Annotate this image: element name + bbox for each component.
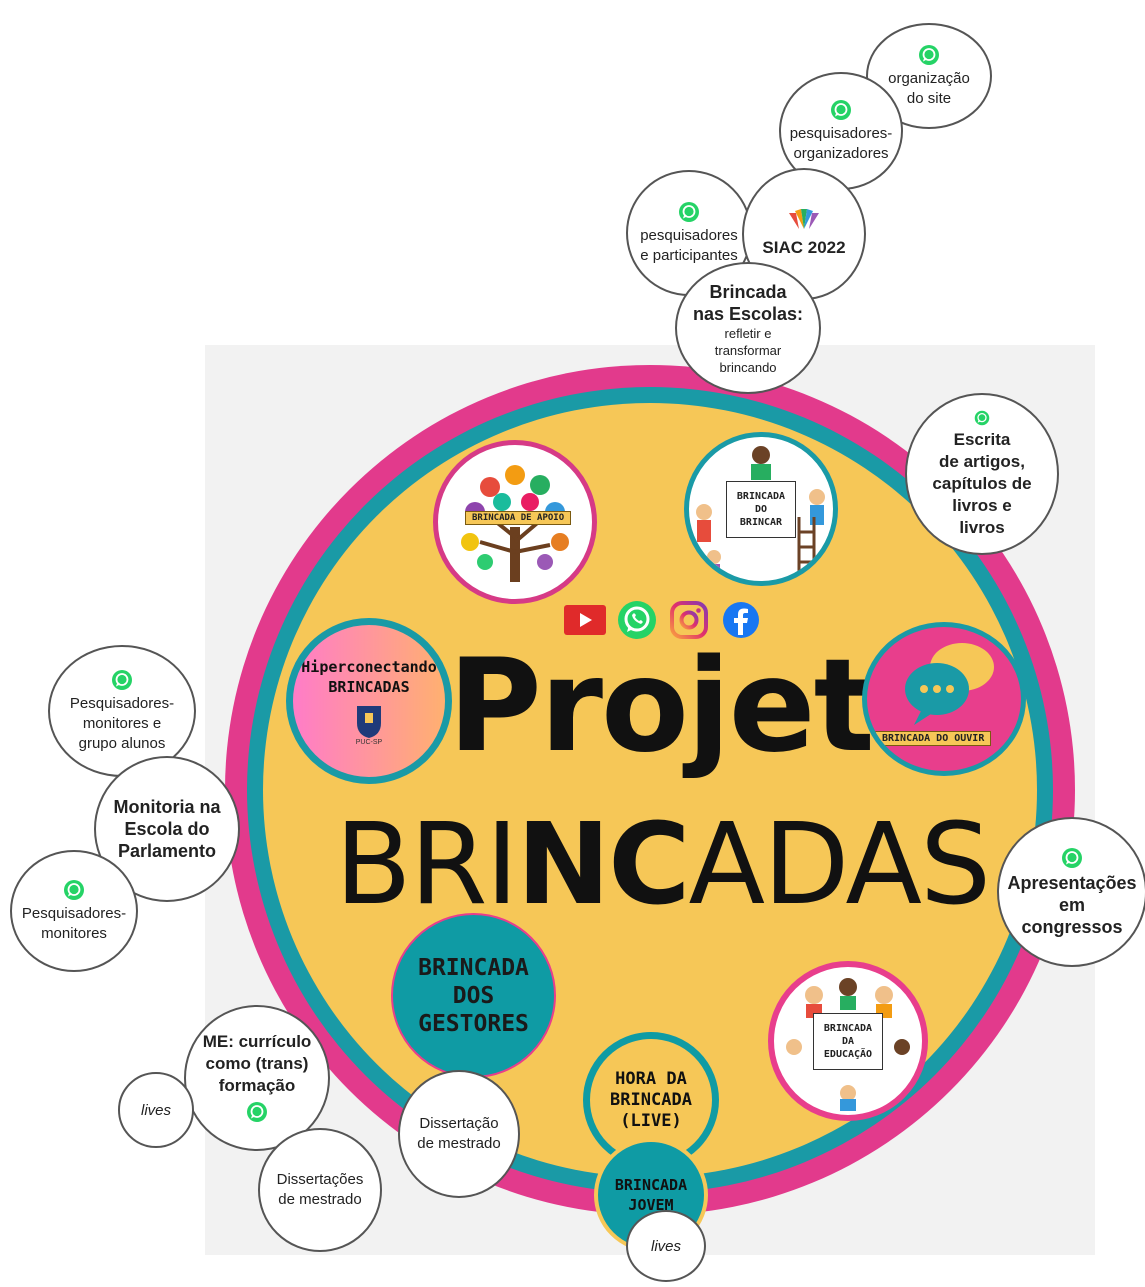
project-brincada-do-ouvir[interactable]: BRINCADA DO OUVIR bbox=[862, 622, 1026, 776]
title-projeto: Projeto bbox=[448, 632, 961, 781]
bubble-escrita-de-artigos[interactable]: Escrita de artigos, capítulos de livros … bbox=[905, 393, 1059, 555]
bubble-dissertacao-de-mestrado[interactable]: Dissertação de mestrado bbox=[398, 1070, 520, 1198]
facebook-icon[interactable] bbox=[718, 598, 764, 642]
bubble-lives-left[interactable]: lives bbox=[118, 1072, 194, 1148]
children-illustration-icon bbox=[696, 446, 825, 576]
siac-logo-icon bbox=[789, 209, 819, 229]
title-brincadas: BRINCADAS bbox=[334, 800, 991, 930]
label-brincada-do-ouvir: BRINCADA DO OUVIR bbox=[875, 731, 992, 746]
label-brincada-de-apoio: BRINCADA DE APOIO bbox=[465, 511, 572, 525]
bubble-apresentacoes-em-congressos[interactable]: Apresentações em congressos bbox=[997, 817, 1145, 967]
social-icons bbox=[562, 598, 764, 642]
bubble-lives-bottom[interactable]: lives bbox=[626, 1210, 706, 1282]
whatsapp-icon[interactable] bbox=[678, 201, 700, 223]
project-hiperconectando-brincadas[interactable]: Hiperconectando BRINCADAS PUC-SP bbox=[286, 618, 452, 784]
project-brincada-de-apoio[interactable]: BRINCADA DE APOIO bbox=[433, 440, 597, 604]
whatsapp-icon[interactable] bbox=[974, 410, 990, 426]
whatsapp-icon[interactable] bbox=[111, 669, 133, 691]
whatsapp-icon[interactable] bbox=[246, 1101, 268, 1123]
whatsapp-icon[interactable] bbox=[1061, 847, 1083, 869]
instagram-icon[interactable] bbox=[666, 598, 712, 642]
bubble-me-curriculo[interactable]: ME: currículo como (trans) formação bbox=[184, 1005, 330, 1151]
whatsapp-icon[interactable] bbox=[614, 598, 660, 642]
bubble-pesquisadores-e-participantes[interactable]: pesquisadores e participantes bbox=[626, 170, 752, 296]
puc-crest-icon bbox=[357, 705, 381, 738]
bubble-dissertacoes-de-mestrado[interactable]: Dissertações de mestrado bbox=[258, 1128, 382, 1252]
puc-sp-label: PUC-SP bbox=[355, 738, 383, 746]
bubble-brincada-nas-escolas[interactable]: Brincada nas Escolas: refletir e transfo… bbox=[675, 262, 821, 394]
whatsapp-icon[interactable] bbox=[63, 879, 85, 901]
youtube-icon[interactable] bbox=[562, 598, 608, 642]
chat-bubbles-icon bbox=[905, 643, 994, 725]
bubble-pesquisadores-monitores[interactable]: Pesquisadores- monitores bbox=[10, 850, 138, 972]
whatsapp-icon[interactable] bbox=[918, 44, 940, 66]
whatsapp-icon[interactable] bbox=[830, 99, 852, 121]
bubble-pesquisadores-monitores-e-grupo-alunos[interactable]: Pesquisadores- monitores e grupo alunos bbox=[48, 645, 196, 777]
project-brincada-dos-gestores[interactable]: BRINCADA DOS GESTORES bbox=[391, 913, 556, 1078]
bubble-siac-2022[interactable]: SIAC 2022 bbox=[742, 168, 866, 300]
